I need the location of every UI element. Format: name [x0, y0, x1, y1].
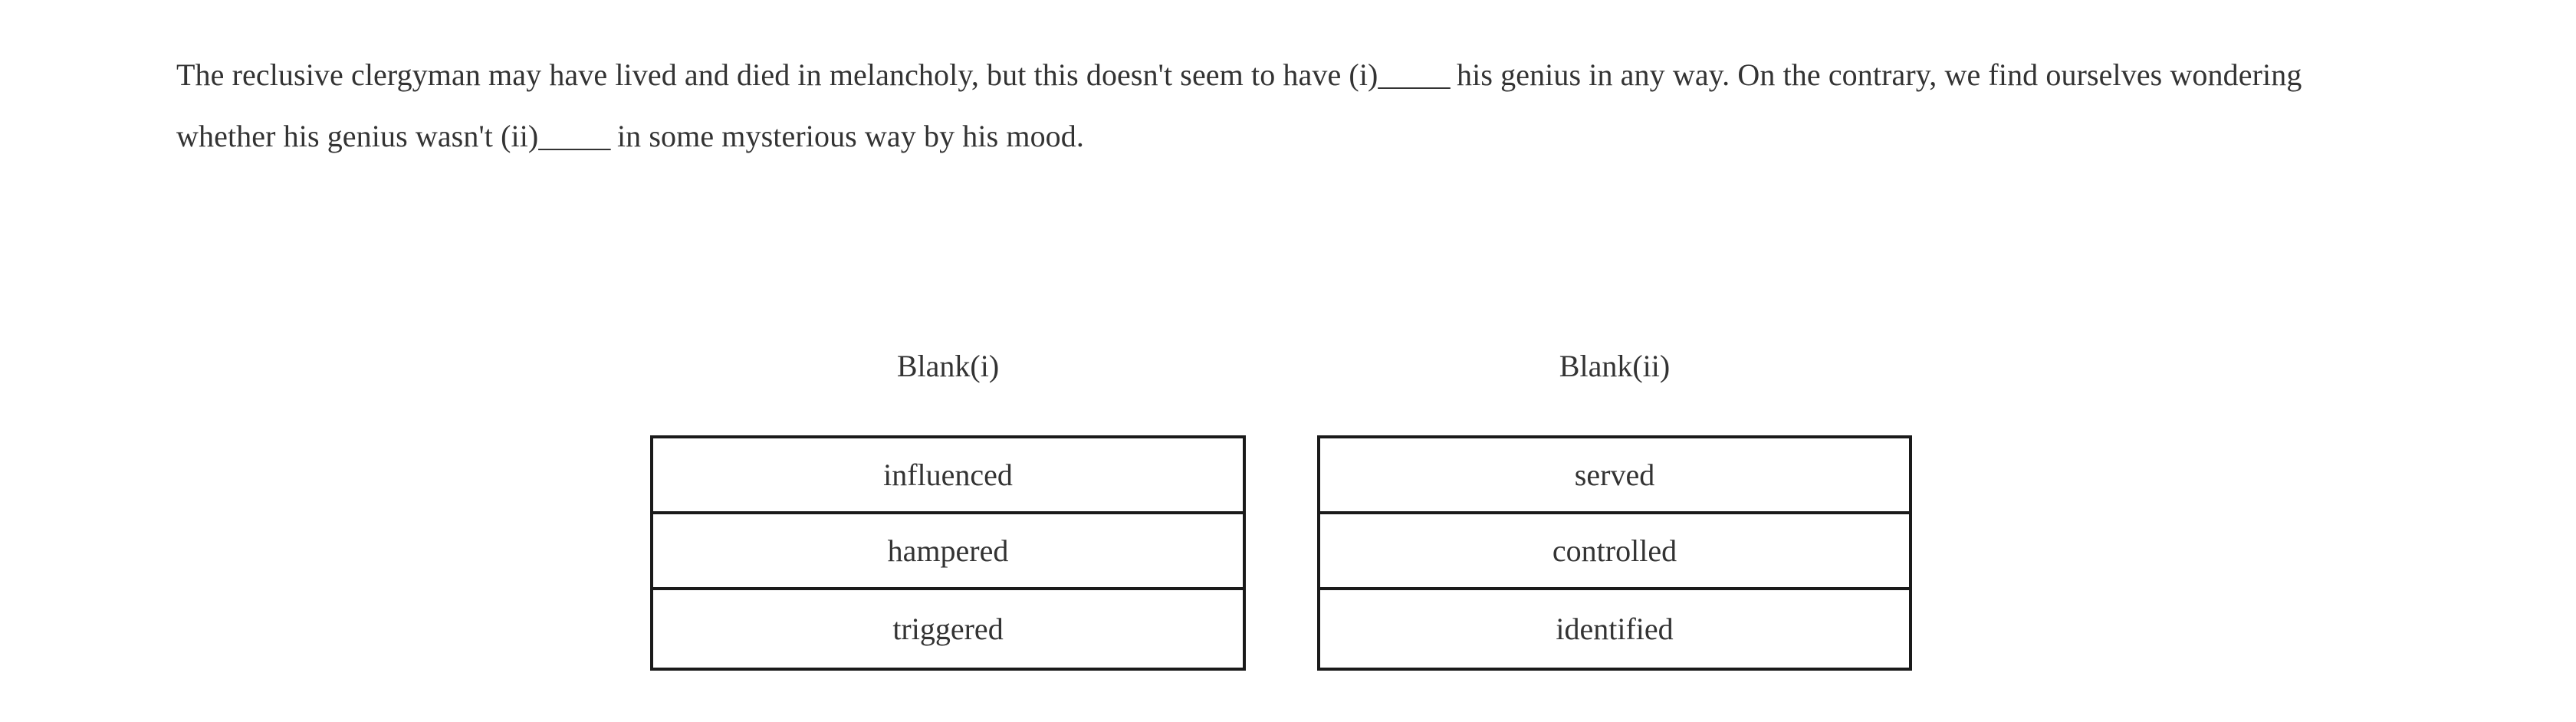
prompt-part-2: his genius in any way. On the contrary, … [176, 57, 2302, 153]
choice-option-blank-ii-3[interactable]: identified [1320, 590, 1909, 668]
choice-option-blank-i-3[interactable]: triggered [653, 590, 1243, 668]
choice-option-blank-i-2[interactable]: hampered [653, 514, 1243, 590]
question-prompt: The reclusive clergyman may have lived a… [176, 44, 2369, 167]
choice-option-blank-i-1[interactable]: influenced [653, 438, 1243, 514]
blank-ii-placeholder: _____ [538, 119, 610, 153]
blank-i-placeholder: _____ [1378, 57, 1450, 92]
choice-option-blank-ii-1[interactable]: served [1320, 438, 1909, 514]
answer-column-headers: Blank(i) Blank(ii) [650, 345, 1912, 399]
choice-option-blank-ii-2[interactable]: controlled [1320, 514, 1909, 590]
choice-table-blank-i: influenced hampered triggered [650, 435, 1246, 671]
choice-table-blank-ii: served controlled identified [1317, 435, 1912, 671]
column-header-blank-i: Blank(i) [896, 349, 1000, 383]
answer-tables: influenced hampered triggered served con… [650, 435, 1912, 673]
answer-choice-area: Blank(i) Blank(ii) influenced hampered t… [650, 345, 1912, 671]
prompt-part-1: The reclusive clergyman may have lived a… [176, 57, 1378, 92]
column-header-blank-ii: Blank(ii) [1559, 349, 1671, 383]
prompt-part-3: in some mysterious way by his mood. [609, 119, 1084, 153]
